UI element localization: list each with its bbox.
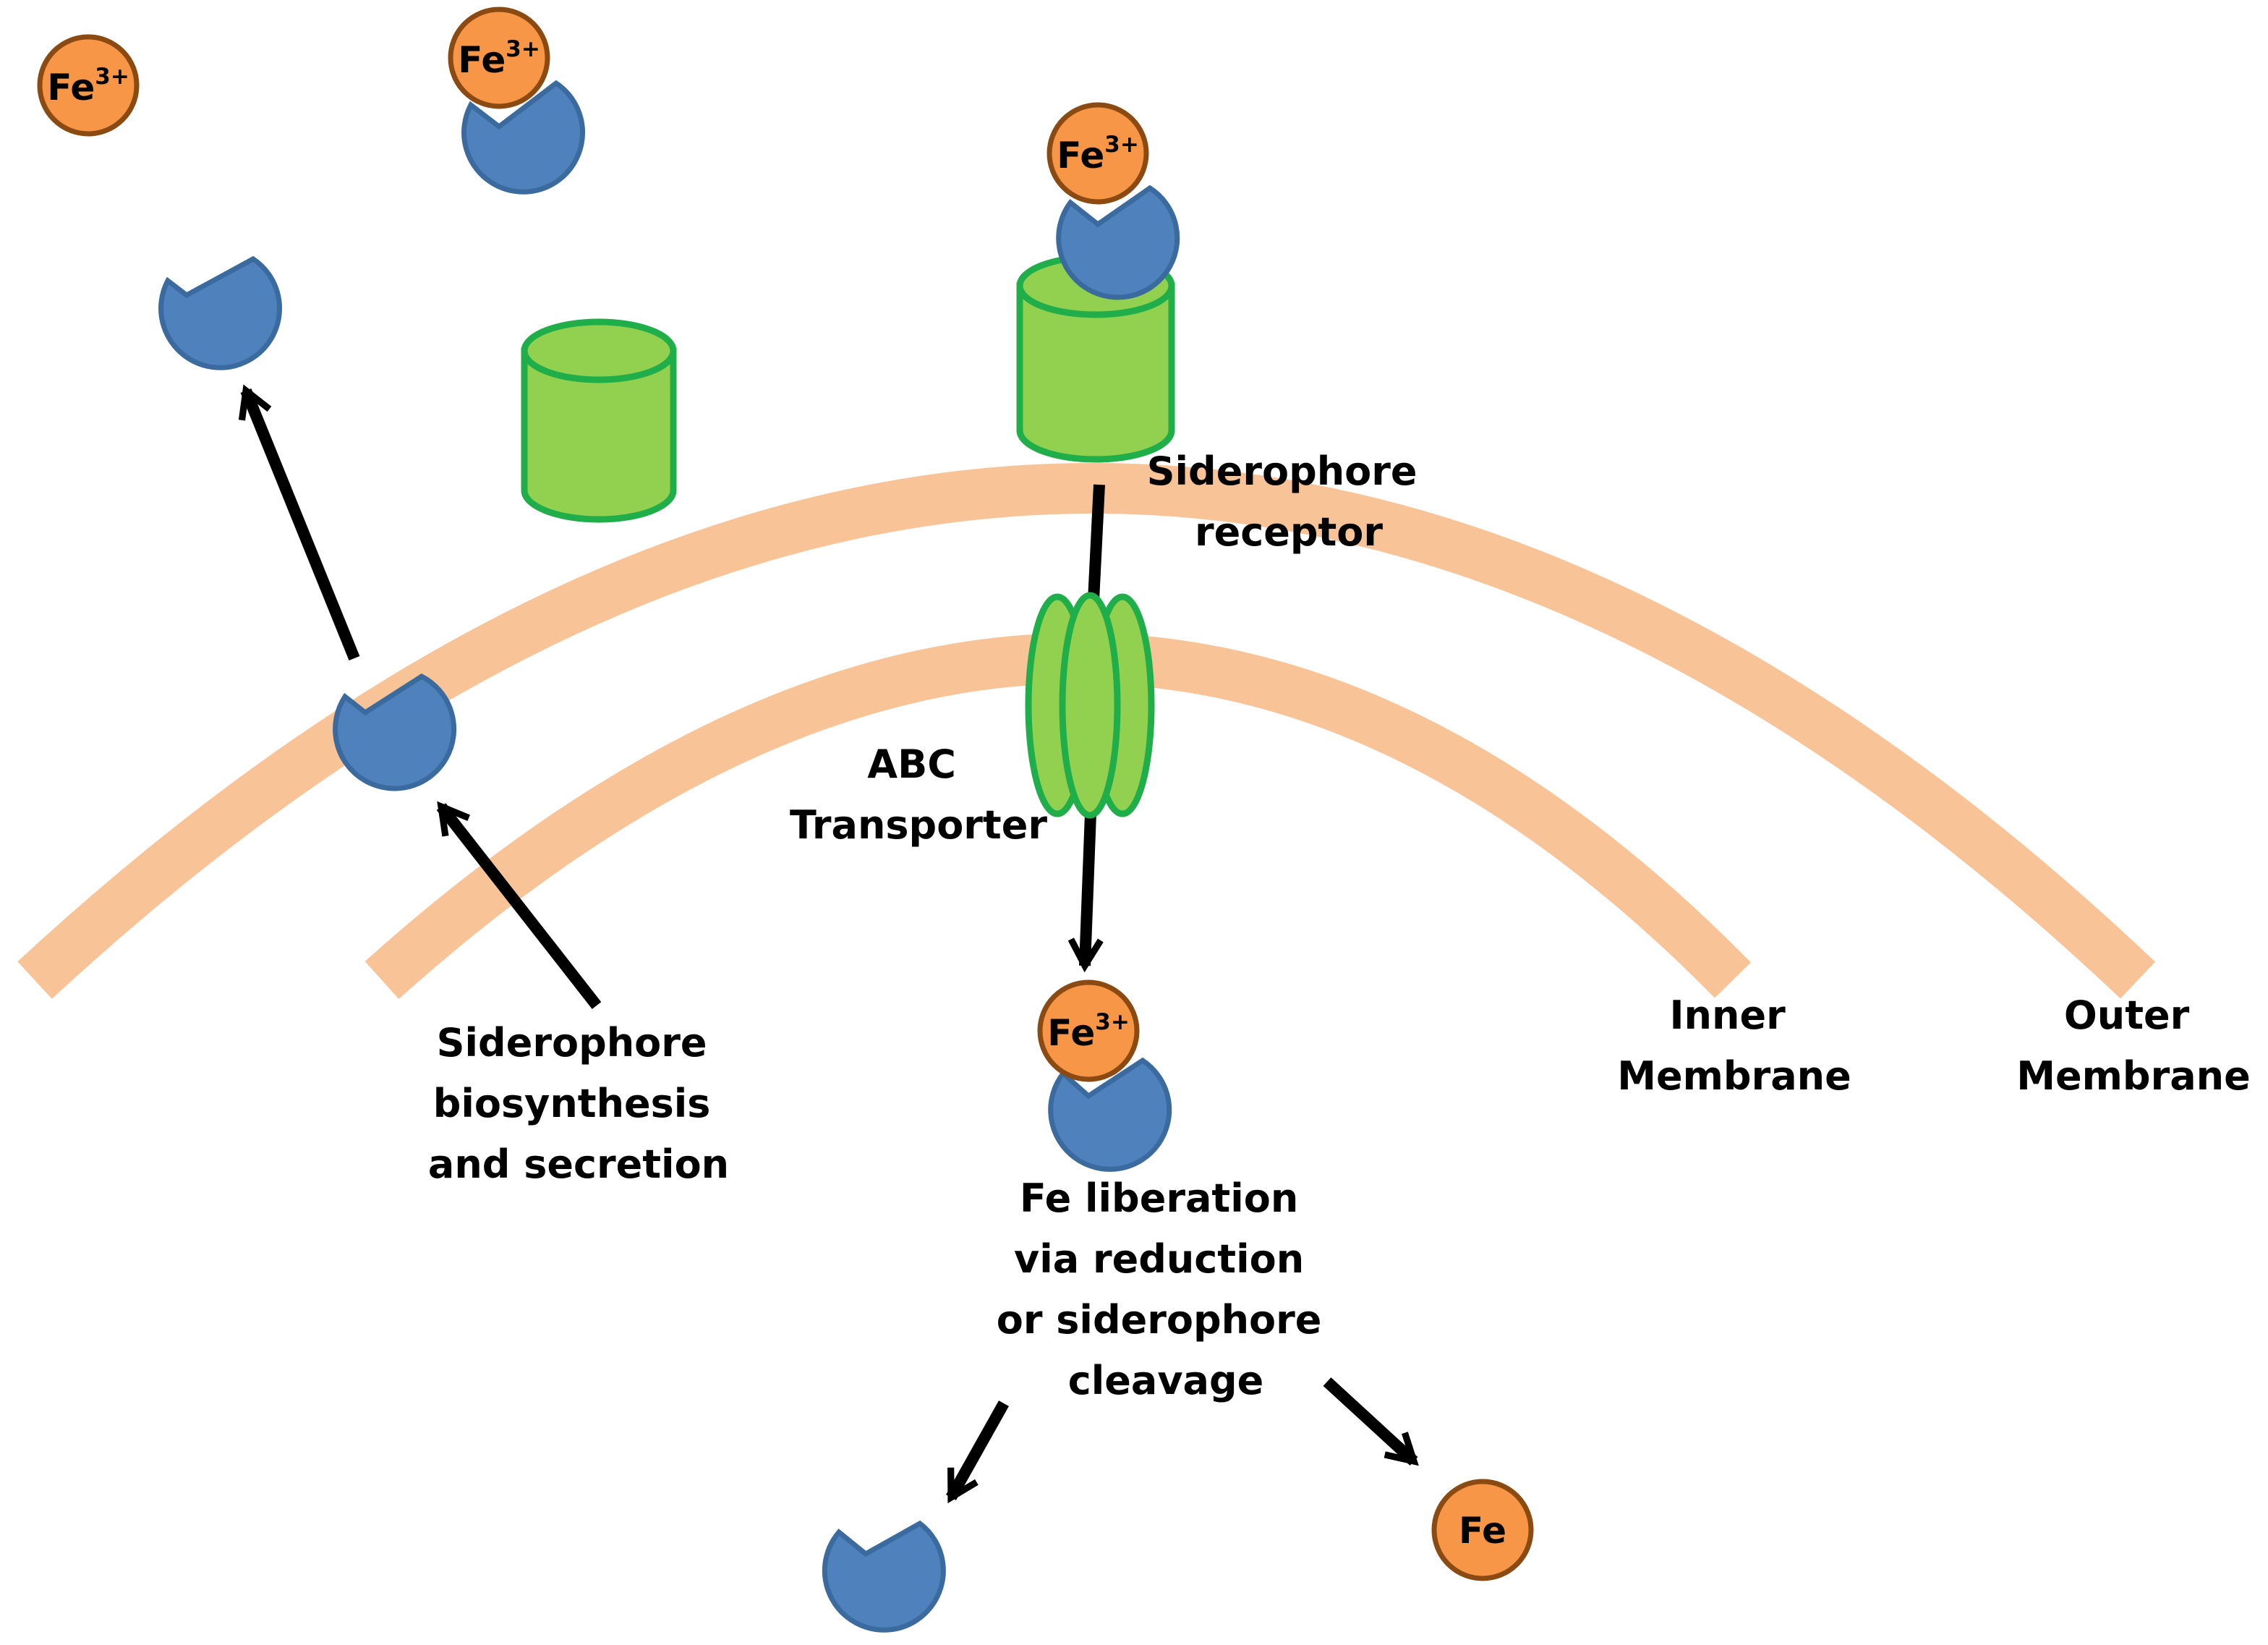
arrow-secretion-out — [238, 384, 360, 661]
arrow-biosynthesis-to-siderophore — [436, 801, 602, 1009]
label-line: via reduction — [1014, 1236, 1304, 1282]
fe-charge: 3+ — [1104, 132, 1139, 158]
iron-ion-bound-top: Fe3+ — [448, 7, 550, 109]
label-line: Membrane — [2016, 1053, 2250, 1099]
fe-symbol: Fe — [1047, 1012, 1095, 1054]
label-line: Outer — [2064, 992, 2190, 1038]
siderophore-on-receptor — [1056, 184, 1180, 300]
label-line: Inner — [1669, 992, 1786, 1038]
siderophore-free-top-left — [158, 255, 283, 370]
siderophore-newly-synthesized — [333, 673, 457, 791]
label-inner-membrane: Inner Membrane — [1617, 992, 1851, 1099]
line-receptor-to-transporter — [1088, 484, 1105, 601]
iron-ion-on-receptor: Fe3+ — [1046, 102, 1149, 205]
svg-text:Fe3+: Fe3+ — [47, 64, 129, 109]
iron-ion-liberated: Fe — [1431, 1479, 1534, 1581]
svg-text:Fe3+: Fe3+ — [1047, 1009, 1130, 1054]
fe-charge: 3+ — [506, 36, 540, 62]
fe-symbol: Fe — [458, 39, 506, 81]
siderophore-bound-top — [461, 80, 586, 195]
label-line: Membrane — [1617, 1053, 1851, 1099]
label-line: Siderophore — [437, 1020, 707, 1066]
label-line: receptor — [1195, 509, 1383, 555]
label-line: cleavage — [1068, 1358, 1264, 1403]
label-fe-liberation: Fe liberation via reduction or sideropho… — [997, 1176, 1335, 1403]
svg-text:Fe3+: Fe3+ — [1057, 132, 1139, 177]
iron-ion-in-cytoplasm: Fe3+ — [1037, 979, 1140, 1082]
abc-transporter — [1025, 592, 1155, 819]
label-siderophore-biosynthesis: Siderophore biosynthesis and secretion — [428, 1020, 729, 1187]
fe-symbol: Fe — [47, 67, 95, 109]
arrow-transporter-to-cytoplasm — [1067, 813, 1104, 973]
label-siderophore-receptor: Siderophore receptor — [1147, 449, 1431, 555]
label-line: or siderophore — [997, 1297, 1322, 1343]
outer-membrane-protein-left — [521, 318, 677, 523]
label-line: Siderophore — [1147, 449, 1418, 494]
fe-charge: 3+ — [1095, 1009, 1130, 1035]
label-outer-membrane: Outer Membrane — [2016, 992, 2250, 1099]
fe-charge: 3+ — [95, 64, 129, 90]
label-line: ABC — [867, 741, 956, 787]
siderophore-in-cytoplasm — [1048, 1057, 1172, 1172]
arrow-to-free-siderophore — [946, 1400, 1009, 1504]
label-line: Transporter — [790, 802, 1047, 848]
label-line: biosynthesis — [433, 1081, 711, 1126]
svg-text:Fe3+: Fe3+ — [458, 36, 540, 81]
iron-ion-free-top-left: Fe3+ — [37, 34, 140, 137]
label-line: Fe liberation — [1020, 1176, 1298, 1221]
fe-liberated-symbol: Fe — [1459, 1510, 1506, 1552]
arrow-to-free-iron — [1323, 1377, 1419, 1466]
label-abc-transporter: ABC Transporter — [790, 741, 1047, 848]
siderophore-released — [822, 1520, 946, 1633]
fe-symbol: Fe — [1057, 135, 1104, 177]
label-line: and secretion — [428, 1142, 729, 1187]
